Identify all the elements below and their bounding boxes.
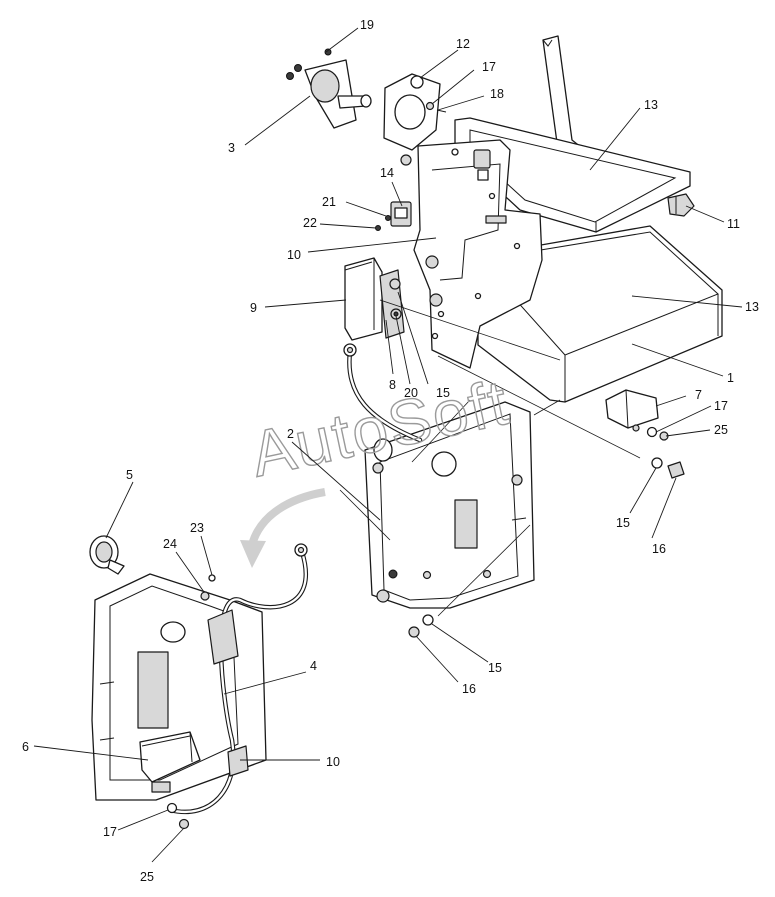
callout-6: 6: [22, 740, 29, 754]
callout-25-right: 25: [714, 423, 728, 437]
relay-6: [139, 731, 201, 830]
callout-25-lower: 25: [140, 870, 154, 884]
callout-15-upper: 15: [436, 386, 450, 400]
cable-upper: [343, 343, 423, 443]
callout-5: 5: [126, 468, 133, 482]
reference-lines: [339, 299, 641, 617]
callout-12: 12: [456, 37, 470, 51]
callout-23: 23: [190, 521, 204, 535]
callout-20: 20: [404, 386, 418, 400]
callout-16-lower: 16: [462, 682, 476, 696]
battery-box-2: [364, 401, 535, 609]
callout-8: 8: [389, 378, 396, 392]
callout-17-lower: 17: [103, 825, 117, 839]
cable-4: [167, 543, 309, 815]
fuse-block: [344, 257, 405, 341]
fasteners: [200, 389, 685, 638]
callout-18: 18: [490, 87, 504, 101]
callout-19: 19: [360, 18, 374, 32]
leader-lines: [33, 27, 743, 863]
callout-13-lower: 13: [745, 300, 759, 314]
callout-labels: 19 12 17 18 3 13 14 21 22 10 11 13 9 8 2…: [22, 18, 759, 884]
callout-11: 11: [727, 217, 740, 231]
callout-22: 22: [303, 216, 317, 230]
callout-14: 14: [380, 166, 394, 180]
callout-15-lower: 15: [488, 661, 502, 675]
callout-13-upper: 13: [644, 98, 658, 112]
callout-21: 21: [322, 195, 336, 209]
callout-10-lower: 10: [326, 755, 340, 769]
mounting-bracket-assembly: [400, 35, 723, 403]
callout-17-right: 17: [714, 399, 728, 413]
callout-1: 1: [727, 371, 734, 385]
switch-mount-plate: [383, 73, 447, 151]
callout-4: 4: [310, 659, 317, 673]
callout-2: 2: [287, 427, 294, 441]
callout-15-right: 15: [616, 516, 630, 530]
toggle-switch-5: [89, 535, 125, 575]
callout-24: 24: [163, 537, 177, 551]
rotation-arrow: [240, 488, 326, 568]
battery-switch: [286, 48, 372, 129]
callout-3: 3: [228, 141, 235, 155]
callout-17: 17: [482, 60, 496, 74]
relay-14: [375, 201, 412, 231]
callout-16-right: 16: [652, 542, 666, 556]
callout-9: 9: [250, 301, 257, 315]
callout-7: 7: [695, 388, 702, 402]
callout-10-upper: 10: [287, 248, 301, 262]
